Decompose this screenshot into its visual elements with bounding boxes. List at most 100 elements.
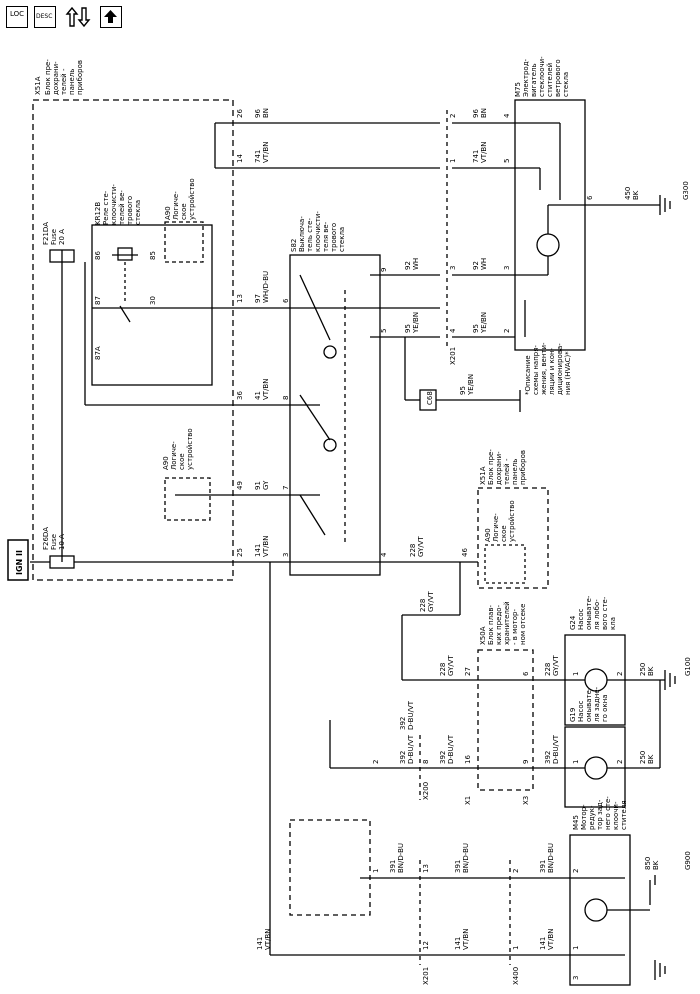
- wire-92-num: 92: [404, 261, 412, 270]
- ign-label: IGN II: [15, 550, 24, 575]
- kr12b-desc-2: телей ве-: [118, 190, 126, 225]
- f21da-name: F21DA: [42, 222, 50, 245]
- wire-250-b-num: 250: [639, 751, 647, 764]
- x51a-desc-2: телей -: [60, 68, 68, 95]
- hvac-note-0: *Описание: [524, 355, 532, 395]
- wire-392-c-color: D-BU/VT: [552, 734, 560, 764]
- x51a-box: [32, 99, 234, 581]
- wire-95-hvac-num: 95: [459, 386, 467, 395]
- x51a-pin-14: 14: [236, 154, 244, 163]
- s82-pin-9: 9: [380, 268, 388, 272]
- bidirectional-arrow-icon: [65, 6, 91, 28]
- x400-pin-1: 1: [512, 946, 520, 950]
- description-view-button[interactable]: DESC: [34, 6, 56, 28]
- location-view-button[interactable]: LOC: [6, 6, 28, 28]
- lower-switch-pin-2: 2: [372, 760, 380, 764]
- x50a-pin-16: 16: [464, 755, 472, 764]
- f26da-name: F26DA: [42, 527, 50, 550]
- s82-pin-7: 7: [282, 486, 290, 490]
- g19-desc-3: го окна: [601, 694, 609, 722]
- m45-pin-2: 2: [572, 869, 580, 873]
- m75-name: M75: [514, 82, 522, 97]
- m75-desc-4: ветрового: [554, 59, 562, 97]
- up-button[interactable]: [100, 6, 122, 28]
- hvac-note-5: ния (HVAC)*: [564, 351, 572, 395]
- a90-top-desc-1: ское: [180, 203, 188, 220]
- kr12b-desc-4: стекла: [134, 200, 142, 225]
- g19-desc-1: омывате-: [585, 687, 593, 722]
- x50a-desc-0: Блок плав-: [487, 605, 495, 645]
- x51a-right-desc-3: панель: [511, 459, 519, 485]
- s82-name: S82: [290, 239, 298, 252]
- m75-wire-92-color: WH: [480, 258, 488, 270]
- m45-desc-1: редук-: [588, 805, 596, 830]
- wire-391-c-num: 391: [539, 860, 547, 873]
- x51a-pin-49: 49: [236, 481, 244, 490]
- wire-392-a-color: D-BU/VT: [407, 734, 415, 764]
- x50a-desc-4: ном отсеке: [519, 604, 527, 645]
- x51a-desc-0: Блок пре-: [44, 59, 52, 95]
- m75-pin-2: 2: [503, 329, 511, 333]
- s82-desc-2: клоочисти-: [314, 211, 322, 252]
- a90-right-desc-0: Логиче-: [492, 513, 500, 542]
- g19-desc-2: ля задне-: [593, 686, 601, 722]
- x3-label: X3: [522, 796, 530, 805]
- wire-141-b-color: VT/BN: [462, 929, 470, 950]
- wire-450-num: 450: [624, 187, 632, 200]
- x51a-pin-36: 36: [236, 391, 244, 400]
- m45-desc-5: стителя: [620, 800, 628, 830]
- x51a-wire-141-color: VT/BN: [262, 536, 270, 557]
- f21da-l1: Fuse: [50, 229, 58, 245]
- wire-391-b-num: 391: [454, 860, 462, 873]
- ign-ii-box: [7, 539, 29, 581]
- x51a-right-desc-4: приборов: [519, 450, 527, 485]
- s82-desc-1: тель сте-: [306, 218, 314, 252]
- lower-switch-pin-1: 1: [372, 869, 380, 873]
- relay-pin-30: 30: [149, 296, 157, 305]
- m75-pin-4: 4: [503, 113, 511, 118]
- wire-95-num: 95: [404, 324, 412, 333]
- wire-141-c-num: 141: [539, 937, 547, 950]
- g24-desc-2: ля лобо-: [593, 599, 601, 630]
- x51a-wire-91: 91: [254, 481, 262, 490]
- x50a-desc-3: - в мотор-: [511, 609, 519, 645]
- wire-850-color: BK: [652, 860, 660, 870]
- navigate-button[interactable]: [64, 6, 94, 28]
- wire-391-c-color: BN/D-BU: [547, 843, 555, 873]
- a90-mid-desc-1: ское: [178, 453, 186, 470]
- x201-bottom-name: X201: [422, 967, 430, 985]
- x201-bottom-pin-12: 12: [422, 941, 430, 950]
- g300-label: G300: [682, 181, 690, 200]
- c68-label: C68: [426, 391, 434, 405]
- m75-wire-95: 95: [472, 324, 480, 333]
- hvac-note-4: диционирова-: [556, 343, 564, 395]
- wire-228-color: GY/VT: [417, 536, 425, 557]
- wire-141-c-color: VT/BN: [547, 929, 555, 950]
- x51a-right-desc-1: дохрани-: [495, 451, 503, 485]
- x51a-desc-1: дохрани-: [52, 61, 60, 95]
- a90-top-name: A90: [164, 206, 172, 220]
- desc-label-text: DESC: [36, 13, 52, 20]
- wire-850-num: 850: [644, 857, 652, 870]
- up-arrow-icon: [104, 10, 117, 23]
- relay-pin-87a: 87A: [94, 346, 102, 360]
- x51a-wire-41: 41: [254, 391, 262, 400]
- s82-pin-3: 3: [282, 553, 290, 557]
- s82-desc-0: Выключа-: [298, 216, 306, 252]
- x51a-pin-25: 25: [236, 548, 244, 557]
- m75-box: [514, 99, 586, 351]
- wire-392-top-color: D-BU/VT: [407, 700, 415, 730]
- wire-391-a-num: 391: [389, 860, 397, 873]
- m75-wire-92: 92: [472, 261, 480, 270]
- g24-pin-2: 2: [616, 672, 624, 676]
- m45-pin-3: 3: [572, 976, 580, 980]
- wire-392-c-num: 392: [544, 751, 552, 764]
- a90-right-desc-2: устройство: [508, 500, 516, 542]
- wire-391-b-color: BN/D-BU: [462, 843, 470, 873]
- g19-desc-0: Насос: [577, 700, 585, 722]
- m75-desc-1: вигатель: [530, 63, 538, 97]
- loc-label-text: LOC: [10, 10, 24, 18]
- f26da-l1: Fuse: [50, 534, 58, 550]
- m75-desc-3: стителей: [546, 63, 554, 97]
- m75-desc-5: стекла: [562, 72, 570, 97]
